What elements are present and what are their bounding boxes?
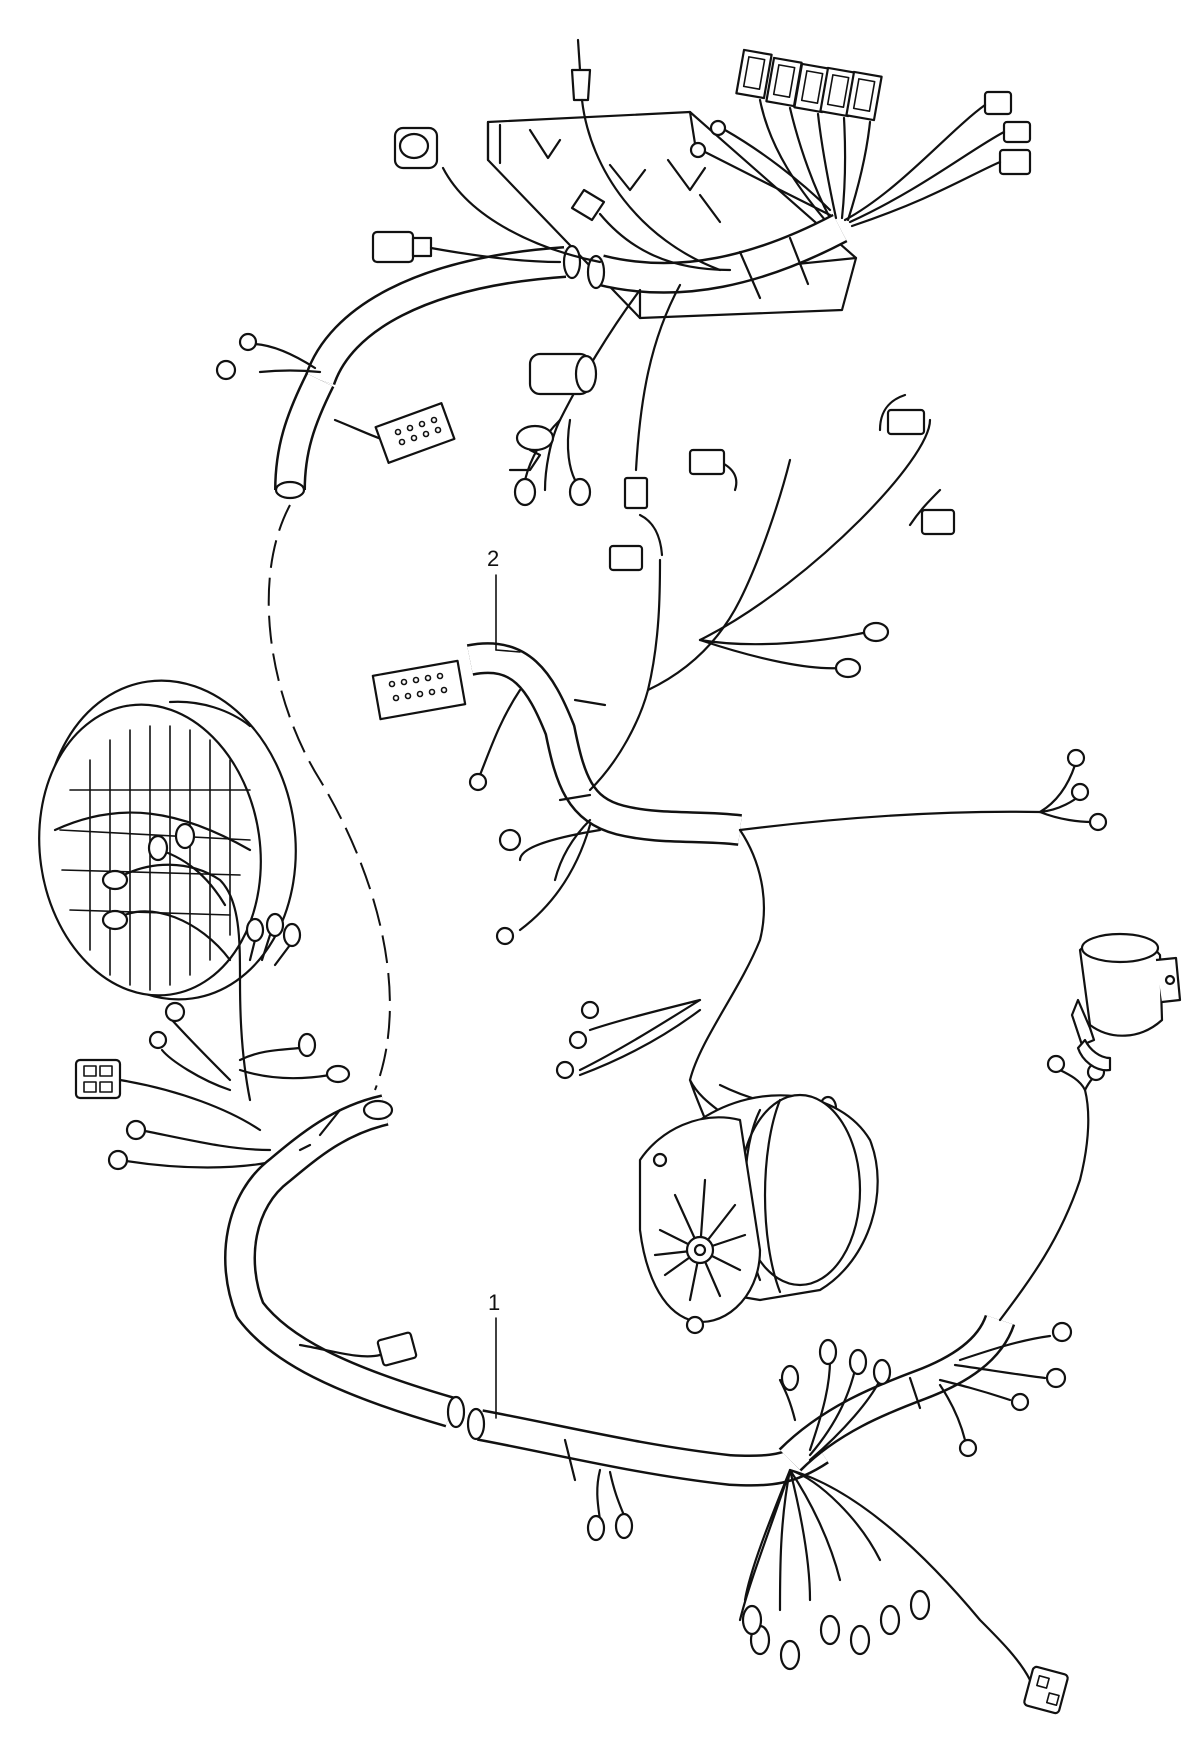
relay-connector	[845, 70, 883, 122]
headlight	[38, 679, 297, 1001]
callout-label-1: 1	[488, 1290, 500, 1315]
harness-1	[224, 1054, 1106, 1715]
ignition-coil	[1070, 932, 1182, 1072]
relay-connector	[793, 62, 831, 114]
harness-2-connector	[371, 659, 467, 721]
small-plug	[376, 1331, 418, 1367]
small-connector	[983, 90, 1032, 176]
top-wires	[215, 38, 832, 510]
capacitor	[528, 352, 598, 396]
harness-2	[371, 393, 1108, 1142]
callout-1: 1	[488, 1290, 500, 1419]
multi-pin-connector	[374, 402, 456, 464]
round-sensor	[393, 126, 439, 170]
plug-connector	[371, 230, 433, 264]
alternator	[638, 1093, 879, 1335]
relay-connector	[735, 48, 773, 100]
callout-2: 2	[487, 546, 521, 653]
bottom-relay-socket	[1023, 1665, 1069, 1715]
harness-2-upper	[274, 213, 848, 500]
callout-label-2: 2	[487, 546, 499, 571]
relay-connectors	[735, 48, 1032, 228]
headlight-wiring	[74, 822, 351, 1171]
dashed-connector-line	[267, 504, 391, 1091]
relay-socket	[74, 1058, 122, 1100]
